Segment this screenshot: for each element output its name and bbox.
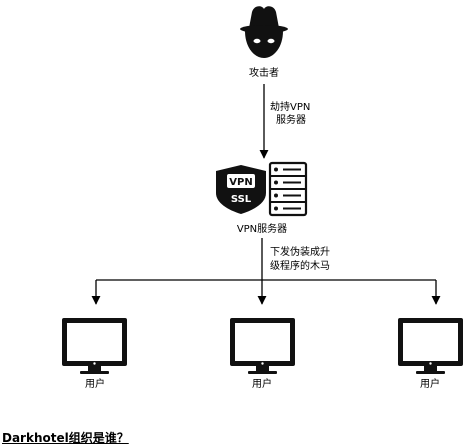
user-label: 用户 — [420, 377, 440, 390]
hacker-icon — [240, 6, 288, 58]
section-heading: Darkhotel组织是谁？ — [2, 431, 129, 445]
user-monitor-icon — [398, 318, 463, 374]
vpn-server-icon: VPN SSL — [216, 161, 308, 217]
user-label: 用户 — [85, 377, 105, 390]
server-label: VPN服务器 — [237, 222, 287, 235]
trojan-label-line2: 级程序的木马 — [270, 259, 330, 272]
hijack-label-line1: 劫持VPN — [270, 100, 310, 113]
user-monitor-icon — [62, 318, 127, 374]
trojan-label-line1: 下发伪装成升 — [270, 245, 330, 258]
vpn-badge-text: VPN — [229, 177, 252, 188]
arrow-server-to-users — [91, 238, 441, 305]
ssl-badge-text: SSL — [231, 194, 252, 205]
user-monitor-icon — [230, 318, 295, 374]
hijack-label-line2: 服务器 — [276, 113, 306, 126]
user-label: 用户 — [252, 377, 272, 390]
attacker-label: 攻击者 — [249, 66, 279, 79]
